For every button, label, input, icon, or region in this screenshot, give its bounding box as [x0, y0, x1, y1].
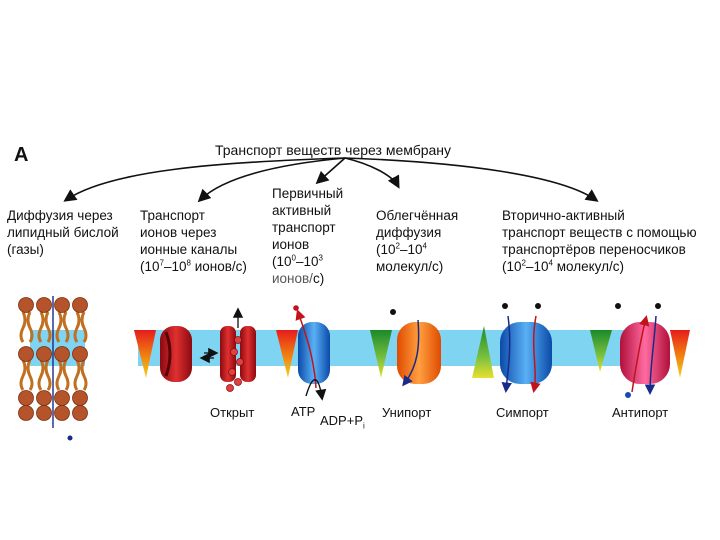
gradient-triangle-icon: [370, 330, 392, 378]
category-line: ионов через: [140, 225, 217, 240]
category-line: Первичный: [272, 186, 344, 201]
label-adp: ADP+Pi: [320, 413, 365, 431]
symporter-icon: [500, 322, 552, 384]
diagram-title: Транспорт веществ через мембрану: [215, 142, 452, 158]
label-antiport: Антипорт: [612, 405, 669, 420]
category-line: липидный бислой: [7, 225, 119, 240]
category-line: диффузия: [376, 225, 442, 240]
category-facilitated-diffusion: Облегчённая диффузия (102–104 молекул/с): [376, 207, 458, 275]
gradient-triangle-icon: [134, 330, 156, 378]
category-line: транспортёров переносчиков: [502, 242, 686, 257]
closed-channel-icon: [160, 326, 192, 382]
title-connector-arrows: [63, 157, 599, 203]
category-line: молекул/с): [376, 259, 444, 274]
category-rate: (102–104 молекул/с): [502, 258, 624, 274]
category-secondary-active: Вторично-активный транспорт веществ с по…: [502, 207, 720, 275]
ion-channels: [134, 307, 256, 392]
label-atp: ATP: [291, 404, 316, 419]
gradient-triangle-icon: [670, 330, 690, 378]
uniporter-icon: [397, 322, 441, 384]
panel-letter: A: [14, 144, 29, 166]
category-line: Вторично-активный: [502, 208, 625, 223]
symporter: [472, 303, 612, 393]
category-lipid-diffusion: Диффузия через липидный бислой (газы): [7, 207, 119, 258]
gradient-triangle-icon: [472, 326, 494, 378]
category-line: ионов/с): [272, 271, 325, 286]
label-symport: Симпорт: [496, 405, 549, 420]
lipid-bilayer: [18, 296, 88, 441]
category-line: ионные каналы: [140, 242, 238, 257]
category-line: транспорт веществ с помощью: [502, 225, 697, 240]
category-line: активный: [272, 203, 332, 218]
label-open: Открыт: [210, 405, 255, 420]
category-line: Облегчённая: [376, 208, 459, 223]
open-channel-right-icon: [240, 326, 256, 382]
gradient-triangle-icon: [276, 330, 298, 378]
category-line: ионов: [272, 237, 310, 252]
category-rate: (102–104: [376, 241, 427, 257]
category-rate: (100–103: [272, 253, 323, 269]
membrane-band: [30, 330, 658, 366]
category-rate: (107–108 ионов/с): [140, 258, 247, 274]
category-line: Диффузия через: [7, 208, 113, 223]
category-primary-active: Первичный активный транспорт ионов (100–…: [272, 185, 343, 287]
open-channel-left-icon: [220, 326, 236, 382]
uniporter: [370, 309, 441, 387]
category-line: транспорт: [272, 220, 336, 235]
label-uniport: Унипорт: [382, 405, 432, 420]
antiporter-icon: [620, 322, 670, 384]
primary-active-pump: [276, 305, 330, 401]
category-line: Транспорт: [140, 208, 205, 223]
category-line: (газы): [7, 242, 44, 257]
category-ion-channels: Транспорт ионов через ионные каналы (107…: [140, 207, 247, 275]
antiporter: [615, 303, 690, 398]
gradient-triangle-icon: [590, 330, 612, 372]
